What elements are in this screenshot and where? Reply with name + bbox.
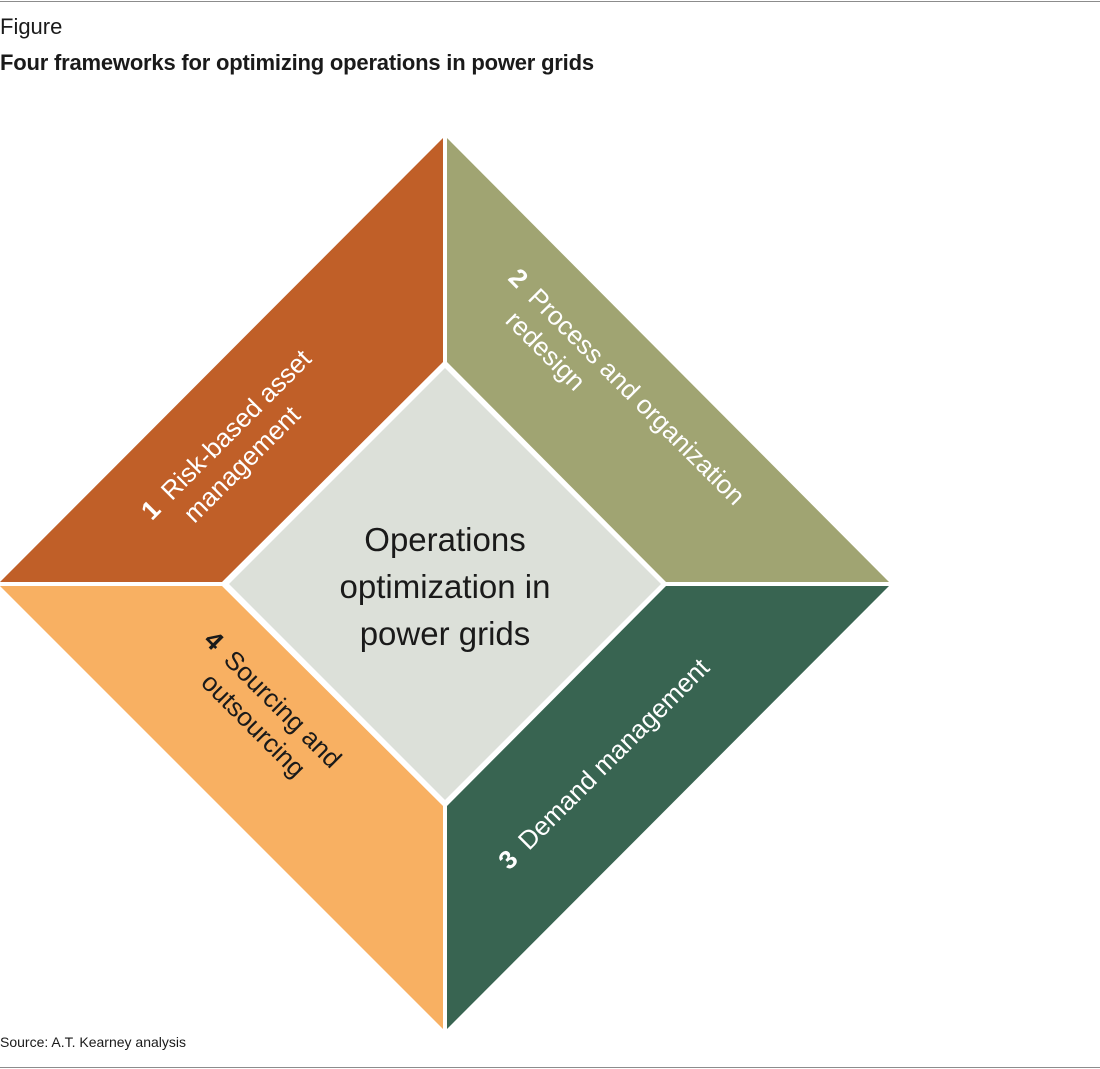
top-rule [0, 1, 1100, 2]
figure-title: Four frameworks for optimizing operation… [0, 50, 594, 75]
source-note: Source: A.T. Kearney analysis [0, 1034, 186, 1050]
quadrant-4-shape [0, 586, 443, 1029]
figure-label: Figure [0, 14, 63, 39]
quadrant-3-shape [447, 586, 889, 1029]
center-diamond-shape [229, 368, 661, 800]
center-label-line-1: Operations [364, 521, 525, 558]
center-label-line-2: optimization in [340, 568, 551, 605]
bottom-rule [0, 1067, 1100, 1068]
center-label-line-3: power grids [360, 615, 531, 652]
quadrant-1-shape [0, 138, 443, 582]
quadrant-2-shape [447, 138, 889, 582]
